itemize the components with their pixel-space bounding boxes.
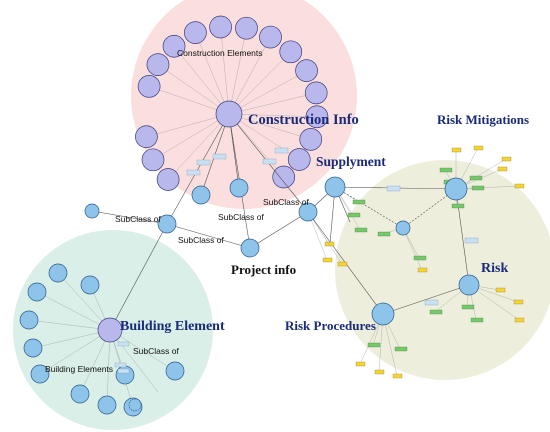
subclass-label-5: SubClass of xyxy=(133,346,179,356)
construction-cluster xyxy=(135,15,329,191)
construction-element-node[interactable] xyxy=(299,128,323,151)
yellow-value-tag[interactable] xyxy=(501,156,512,162)
construction-element-node[interactable] xyxy=(305,105,329,129)
yellow-value-tag[interactable] xyxy=(417,267,428,273)
building-element-title: Building Element xyxy=(120,319,225,334)
building-element-node[interactable] xyxy=(165,361,185,381)
subclass-label-4: SubClass of xyxy=(263,197,309,207)
yellow-value-tag[interactable] xyxy=(322,257,333,263)
green-property-tag[interactable] xyxy=(461,304,475,310)
project-node[interactable] xyxy=(240,238,260,258)
risk-node[interactable] xyxy=(458,274,480,296)
construction-element-node[interactable] xyxy=(209,15,232,39)
construction-element-node[interactable] xyxy=(304,81,328,105)
green-property-tag[interactable] xyxy=(354,227,368,233)
construction-element-node[interactable] xyxy=(137,75,161,98)
foundation-node[interactable] xyxy=(84,203,100,219)
building-element-node[interactable] xyxy=(115,365,135,385)
green-property-tag[interactable] xyxy=(347,212,361,218)
building-element-node[interactable] xyxy=(30,364,50,384)
building-element-node[interactable] xyxy=(128,398,142,412)
construction-element-node[interactable] xyxy=(156,168,180,191)
green-property-tag[interactable] xyxy=(377,231,391,237)
construction-element-node[interactable] xyxy=(235,16,258,40)
yellow-value-tag[interactable] xyxy=(497,166,508,172)
green-property-tag[interactable] xyxy=(429,309,443,315)
risk-procedure-node[interactable] xyxy=(371,302,395,326)
building-element-node[interactable] xyxy=(97,395,117,415)
green-property-tag[interactable] xyxy=(469,175,483,181)
construction-child-node-2[interactable] xyxy=(229,178,249,198)
risk-title: Risk xyxy=(481,261,508,276)
yellow-value-tag[interactable] xyxy=(324,241,335,247)
green-property-tag[interactable] xyxy=(394,346,408,352)
construction-element-node[interactable] xyxy=(279,40,303,64)
relation-tag xyxy=(262,158,277,165)
construction-element-node[interactable] xyxy=(259,25,282,49)
construction-element-node[interactable] xyxy=(295,59,318,82)
risk-mitigation-node[interactable] xyxy=(444,177,468,201)
building-cluster xyxy=(19,263,185,417)
building-element-node[interactable] xyxy=(70,384,90,404)
building-element-node[interactable] xyxy=(48,263,68,283)
supplyment-node[interactable] xyxy=(324,176,346,198)
relation-tag xyxy=(196,159,211,166)
risk-center-node[interactable] xyxy=(395,220,411,236)
building-element-node[interactable] xyxy=(27,282,47,302)
yellow-value-tag[interactable] xyxy=(514,317,525,323)
building-elements-label: Building Elements xyxy=(45,364,113,374)
green-property-tag[interactable] xyxy=(439,167,453,173)
construction-superclass-node[interactable] xyxy=(157,214,177,234)
construction-info-title: Construction Info xyxy=(248,112,359,128)
risk-cluster xyxy=(186,145,525,379)
green-property-tag[interactable] xyxy=(470,317,484,323)
relation-tag xyxy=(186,169,201,176)
construction-element-node[interactable] xyxy=(141,148,165,172)
construction-element-node[interactable] xyxy=(135,125,158,149)
green-property-tag[interactable] xyxy=(413,255,427,261)
green-property-tag[interactable] xyxy=(352,199,366,205)
risk-region xyxy=(335,160,550,380)
building-element-node[interactable] xyxy=(19,310,39,330)
subclass-label-2: SubClass of xyxy=(218,212,264,222)
subclass-label-3: SubClass of xyxy=(178,235,224,245)
yellow-value-tag[interactable] xyxy=(374,369,385,375)
project-link-node[interactable] xyxy=(298,202,318,222)
construction-child-node-1[interactable] xyxy=(191,185,211,205)
yellow-value-tag[interactable] xyxy=(392,373,403,379)
yellow-value-tag[interactable] xyxy=(513,299,524,305)
yellow-value-tag[interactable] xyxy=(495,287,506,293)
relation-tag xyxy=(274,147,289,154)
relation-tag xyxy=(212,153,227,160)
construction-element-node[interactable] xyxy=(146,53,170,76)
relation-tag xyxy=(424,299,439,306)
building-element-node[interactable] xyxy=(80,275,100,295)
construction-element-node[interactable] xyxy=(287,148,311,171)
construction-hub-node[interactable] xyxy=(215,100,243,128)
relation-tag xyxy=(386,185,401,192)
yellow-value-tag[interactable] xyxy=(451,147,462,153)
yellow-value-tag[interactable] xyxy=(355,361,366,367)
building-element-node[interactable] xyxy=(23,338,43,358)
construction-element-node[interactable] xyxy=(162,34,186,58)
risk-mitigations-title: Risk Mitigations xyxy=(437,112,529,127)
construction-element-node[interactable] xyxy=(272,165,296,189)
relation-tag xyxy=(464,237,479,244)
yellow-value-tag[interactable] xyxy=(514,183,525,189)
risk-procedures-title: Risk Procedures xyxy=(285,318,376,333)
construction-element-node[interactable] xyxy=(184,21,207,44)
green-property-tag[interactable] xyxy=(451,203,465,209)
green-property-tag[interactable] xyxy=(367,342,381,348)
project-info-title: Project info xyxy=(231,262,296,277)
building-hub-node[interactable] xyxy=(97,317,123,343)
hub-nodes xyxy=(84,100,480,343)
subclass-label-1: SubClass of xyxy=(115,214,161,224)
yellow-value-tag[interactable] xyxy=(337,261,348,267)
construction-elements-label: Construction Elements xyxy=(177,48,263,58)
supplyment-title: Supplyment xyxy=(316,154,386,169)
yellow-value-tag[interactable] xyxy=(473,145,484,151)
